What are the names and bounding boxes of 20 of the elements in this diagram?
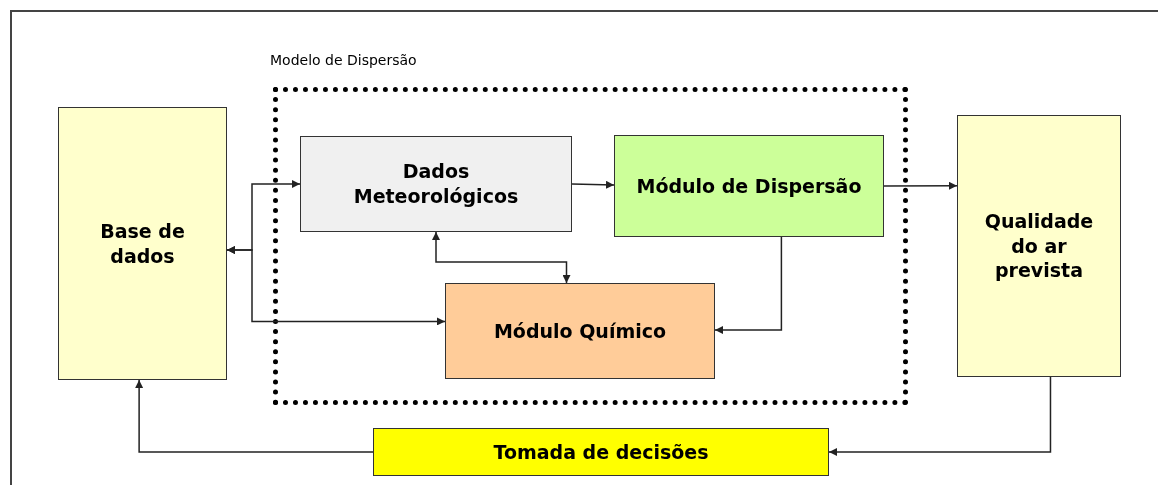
arrow [571,180,615,189]
node-label: Qualidade do ar prevista [984,208,1094,284]
output-box [957,115,1121,377]
arrow [135,379,374,453]
node-label: Módulo de Dispersão [636,173,862,199]
arrow [883,181,958,190]
arrow [226,246,446,326]
node-label: Base de dados [99,218,186,269]
node-label: Dados Meteorológicos [352,159,520,209]
process-box [614,135,884,237]
arrow [828,376,1052,456]
process-box [300,136,572,232]
process-box [445,283,715,379]
node-label: Módulo Químico [493,318,667,344]
node-label: Tomada de decisões [493,439,709,465]
group-heading: Modelo de Dispersão [270,52,417,68]
database-box [58,107,227,380]
decision-box [373,428,829,476]
arrow [432,231,571,284]
arrow [714,236,783,335]
